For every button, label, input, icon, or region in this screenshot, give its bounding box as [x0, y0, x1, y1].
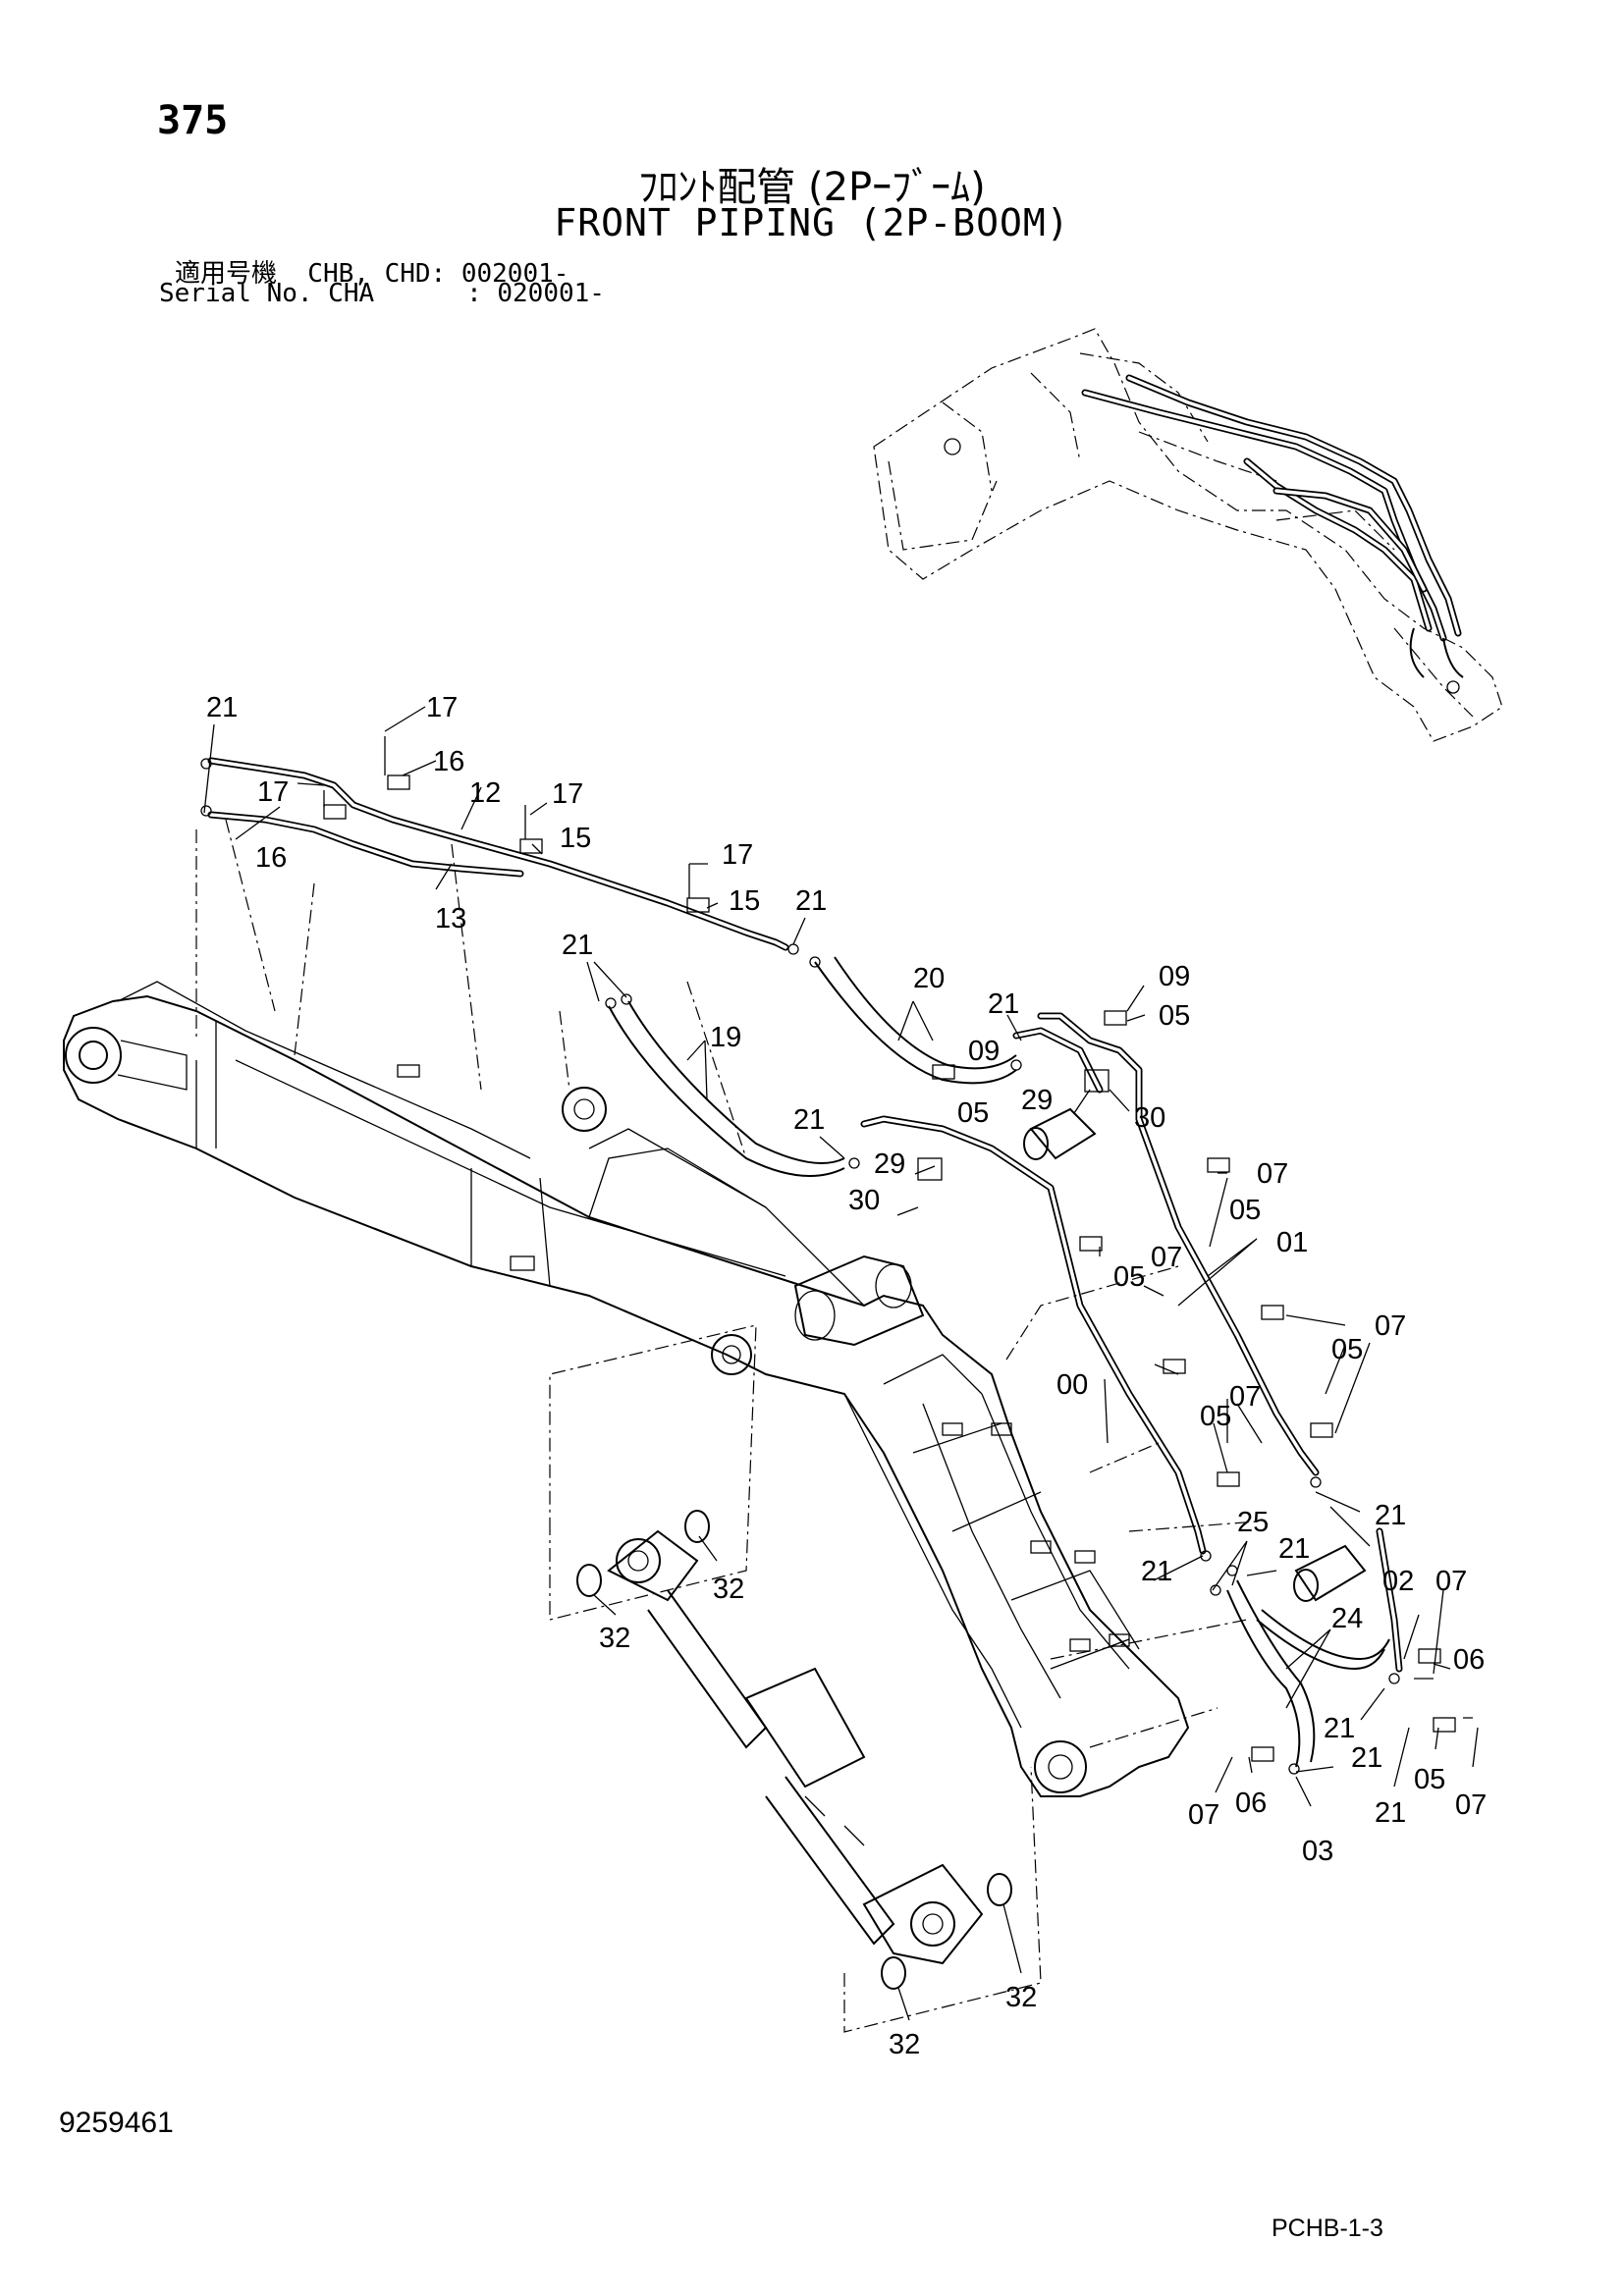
callout-19: 19: [710, 1022, 741, 1053]
callout-05: 05: [1159, 1000, 1190, 1032]
boom-cylinder: [607, 1529, 984, 1965]
callout-07: 07: [1435, 1566, 1467, 1597]
callout-32: 32: [889, 2029, 920, 2060]
callout-17: 17: [426, 692, 458, 723]
callout-29: 29: [1021, 1085, 1053, 1116]
callout-09: 09: [1159, 961, 1190, 992]
serial-line-serial-no: Serial No. CHA : 020001-: [159, 279, 605, 308]
callout-17: 17: [257, 776, 289, 808]
callout-13: 13: [435, 903, 466, 934]
callout-15: 15: [560, 823, 591, 854]
callout-17: 17: [722, 839, 753, 871]
serial-line-applicable: 適用号機 CHB, CHD: 002001-: [175, 259, 569, 289]
callout-07: 07: [1229, 1381, 1261, 1413]
callout-09: 09: [968, 1036, 1000, 1067]
callout-21: 21: [1324, 1713, 1355, 1744]
o-rings: [576, 1510, 1012, 1990]
callout-01: 01: [1276, 1227, 1308, 1258]
callout-21: 21: [206, 692, 238, 723]
callout-16: 16: [433, 746, 464, 777]
callout-21: 21: [1375, 1500, 1406, 1531]
hoses: [608, 956, 1390, 1768]
callout-leaders: [203, 706, 1479, 2021]
callout-07: 07: [1151, 1242, 1182, 1273]
callout-21: 21: [793, 1104, 825, 1136]
callout-21: 21: [988, 988, 1019, 1020]
callout-05: 05: [1414, 1764, 1445, 1795]
inset-overview-drawing: [873, 328, 1503, 742]
callout-25: 25: [1237, 1507, 1269, 1538]
title-english: FRONT PIPING (2P-BOOM): [554, 201, 1070, 244]
callout-06: 06: [1453, 1644, 1485, 1676]
boom-structure: [63, 981, 1190, 1797]
callout-30: 30: [1134, 1102, 1165, 1134]
callout-29: 29: [874, 1148, 905, 1180]
callout-32: 32: [713, 1574, 744, 1605]
callout-07: 07: [1188, 1799, 1219, 1831]
callout-05: 05: [1113, 1261, 1145, 1293]
page-code: PCHB-1-3: [1272, 2215, 1383, 2242]
callout-05: 05: [1200, 1401, 1231, 1432]
page-number: 375: [157, 98, 229, 143]
callout-12: 12: [469, 777, 501, 809]
callout-20: 20: [913, 963, 945, 994]
callout-32: 32: [1005, 1982, 1037, 2013]
callout-00: 00: [1056, 1369, 1088, 1401]
callout-21: 21: [1141, 1556, 1172, 1587]
assembly-guide-lines: [195, 819, 1258, 2033]
callout-21: 21: [1375, 1797, 1406, 1829]
callout-numbers: 21 17 16 17 12 17 15 16 13 17 15 21 21 1…: [206, 692, 1487, 2060]
clamps-and-bolts: [200, 736, 1473, 1775]
callout-05: 05: [1229, 1195, 1261, 1226]
callout-21: 21: [795, 885, 827, 917]
callout-05: 05: [1331, 1334, 1363, 1365]
document-number: 9259461: [59, 2107, 174, 2139]
callout-06: 06: [1235, 1788, 1267, 1819]
steel-pipes: [207, 757, 1403, 1673]
callout-21: 21: [1278, 1533, 1310, 1565]
callout-16: 16: [255, 842, 287, 874]
callout-24: 24: [1331, 1603, 1363, 1634]
callout-02: 02: [1382, 1566, 1414, 1597]
callout-17: 17: [552, 778, 583, 810]
callout-32: 32: [599, 1623, 630, 1654]
title-japanese: ﾌﾛﾝﾄ配管 (2Pｰﾌﾞｰﾑ): [638, 165, 986, 210]
callout-07: 07: [1257, 1158, 1288, 1190]
callout-03: 03: [1302, 1836, 1333, 1867]
callout-15: 15: [729, 885, 760, 917]
callout-21: 21: [1351, 1742, 1382, 1774]
callout-07: 07: [1455, 1789, 1487, 1821]
callout-21: 21: [562, 930, 593, 961]
callout-05: 05: [957, 1097, 989, 1129]
callout-07: 07: [1375, 1310, 1406, 1342]
callout-30: 30: [848, 1185, 880, 1216]
